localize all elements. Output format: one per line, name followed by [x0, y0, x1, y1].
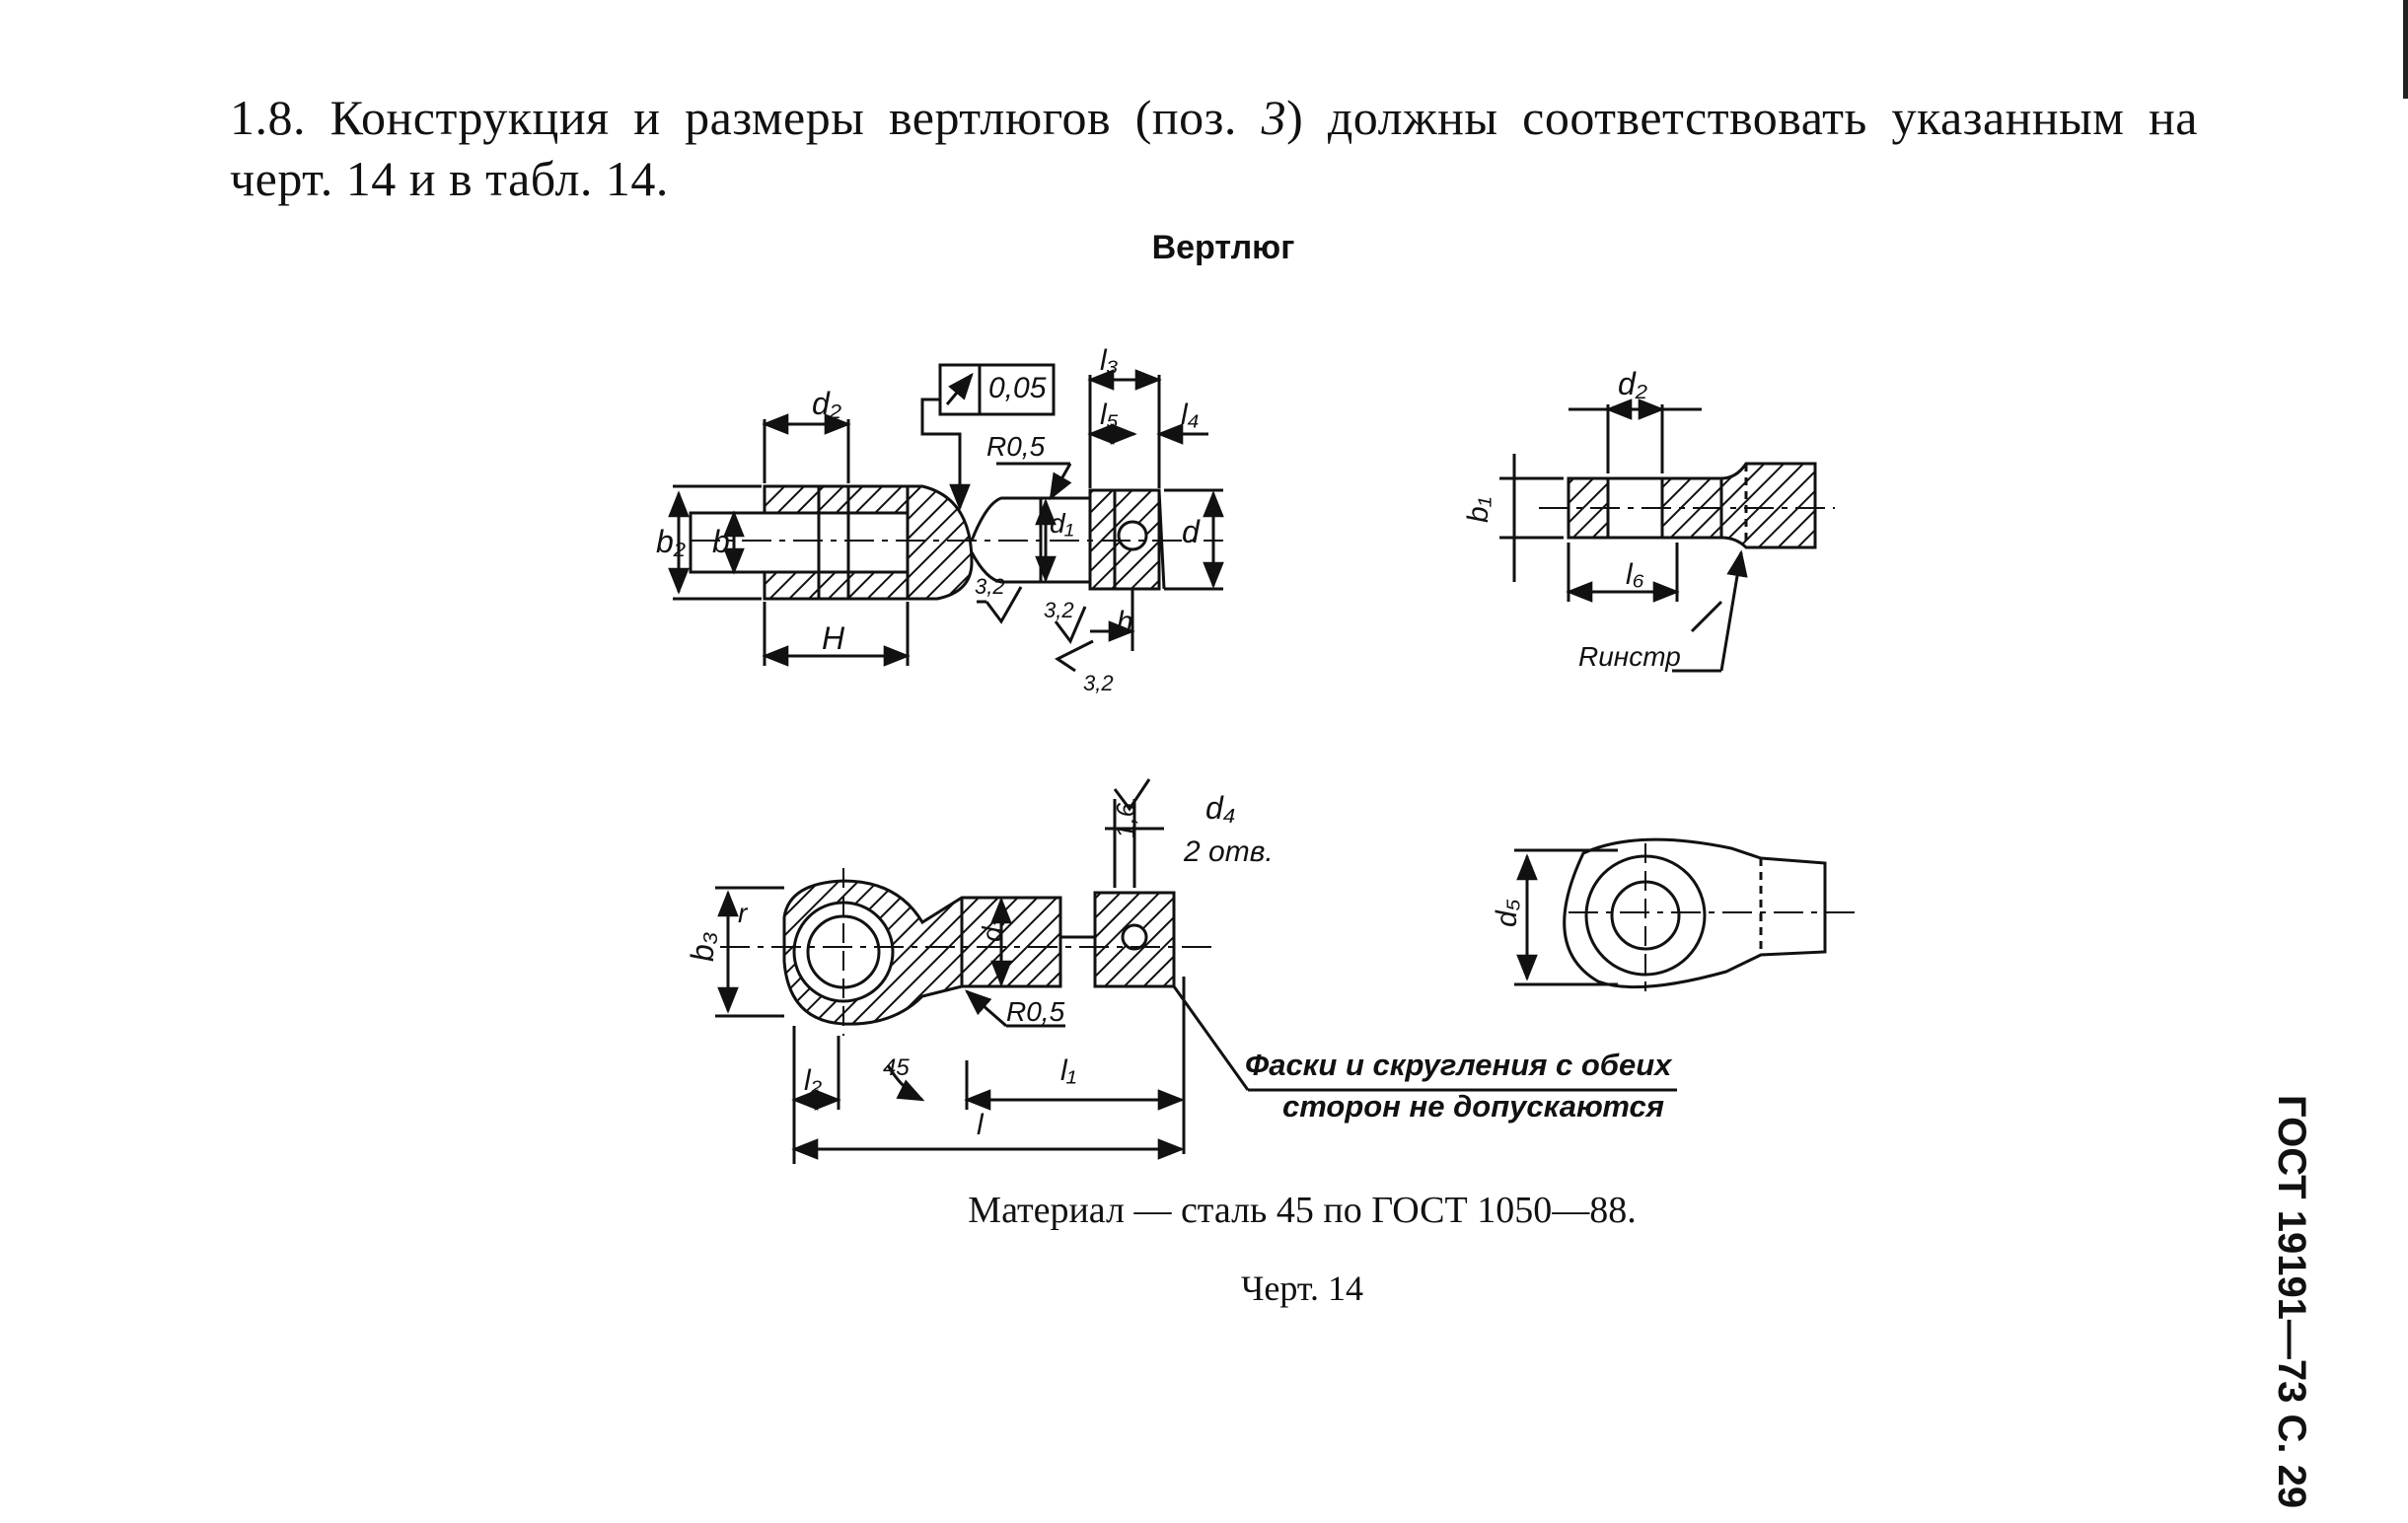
- label-d3: d₃: [977, 915, 1007, 942]
- label-l5: l₅: [1100, 399, 1119, 431]
- label-d2: d₂: [812, 386, 841, 421]
- label-d1: d₁: [1050, 508, 1074, 539]
- view-plan-outline: [1514, 837, 1855, 991]
- view-plan-labels: 1,6 d₄ 2 отв. b₃ r d₃ R0,5 l₂ 45 l₁ l Фа…: [685, 790, 1673, 1141]
- label-roughness-1: 3,2: [975, 574, 1005, 599]
- label-angle: 45: [883, 1054, 910, 1081]
- page-side-header: ГОСТ 19191—73 С. 29: [2270, 1095, 2313, 1509]
- view-front-labels: d₂ 0,05 l₃ l₅ l₄ R0,5 b₂ b d₁ d H 3,2 3,…: [656, 344, 1201, 695]
- label-h: h: [1117, 606, 1133, 638]
- view-side-section: [1499, 399, 1835, 673]
- label-l4: l₄: [1181, 399, 1200, 431]
- label-roughness-4: 1,6: [1111, 802, 1140, 838]
- label-roughness-3: 3,2: [1083, 671, 1114, 695]
- label-d: d: [1182, 514, 1201, 549]
- view-side-labels: d₂ b₁ l₆ Rинстр: [1462, 366, 1681, 672]
- label-r05-plan: R0,5: [1006, 996, 1065, 1027]
- label-b: b: [712, 524, 730, 559]
- note-line-1: Фаски и скругления с обеих: [1245, 1048, 1673, 1082]
- figure-title: Вертлюг: [1151, 229, 1295, 266]
- label-H: H: [822, 620, 845, 656]
- label-l2: l₂: [804, 1064, 823, 1097]
- view-plan: [715, 778, 1677, 1164]
- view-plan-outline-labels: d₅: [1491, 899, 1523, 927]
- label-l1: l₁: [1060, 1054, 1076, 1087]
- paragraph-rest: ) должны соответствовать указанным на че…: [230, 90, 2198, 206]
- view-front-section: [668, 363, 1224, 673]
- position-number: 3: [1261, 90, 1287, 145]
- label-d4: d₄: [1205, 790, 1236, 826]
- label-d2-side: d₂: [1618, 366, 1647, 401]
- label-b1: b₁: [1462, 497, 1495, 523]
- label-tolerance: 0,05: [988, 372, 1047, 404]
- label-r-instr: Rинстр: [1578, 641, 1681, 672]
- label-roughness-2: 3,2: [1044, 598, 1074, 622]
- label-d5: d₅: [1491, 899, 1523, 927]
- label-b2: b₂: [656, 524, 686, 559]
- label-l3: l₃: [1100, 344, 1119, 377]
- note-line-2: сторон не допускаются: [1282, 1089, 1664, 1124]
- label-holes: 2 отв.: [1183, 835, 1274, 868]
- section-paragraph: 1.8. Конструкция и размеры вертлюгов (по…: [230, 87, 2198, 209]
- page-edge-line: [2403, 0, 2408, 99]
- label-l6: l₆: [1626, 558, 1644, 591]
- label-l: l: [977, 1109, 985, 1141]
- label-r05: R0,5: [986, 431, 1046, 462]
- paragraph-intro: 1.8. Конструкция и размеры вертлюгов (по…: [230, 90, 1237, 145]
- label-b3: b₃: [685, 932, 720, 962]
- label-r: r: [738, 898, 749, 928]
- drawing-number: Черт. 14: [1241, 1269, 1363, 1308]
- material-caption: Материал — сталь 45 по ГОСТ 1050—88.: [968, 1190, 1637, 1231]
